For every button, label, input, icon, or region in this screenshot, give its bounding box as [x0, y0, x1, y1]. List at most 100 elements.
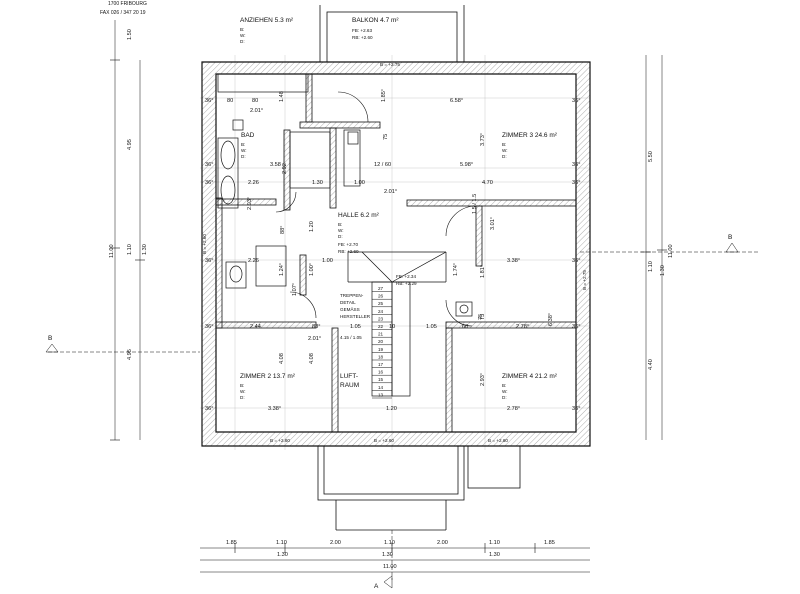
dim-r5-1: 2.44: [250, 324, 261, 330]
dim-v-17: 75: [478, 314, 484, 320]
anziehen-d: D:: [240, 39, 245, 44]
header-block: 1700 FRIBOURG FAX 026 / 347 20 19: [100, 1, 147, 16]
dim-r2-0: 36°: [205, 162, 213, 168]
dim-r2-3: 5.98°: [460, 162, 473, 168]
dim-v-3: 75: [480, 314, 486, 320]
dim-bottom-4: 2.00: [437, 540, 448, 546]
dim-r4-0: 36°: [205, 258, 213, 264]
anziehen-name: ANZIEHEN 5.3 m²: [240, 17, 294, 24]
dim-v-2: 1.81°: [480, 265, 486, 278]
dim-r5-4: 10: [389, 324, 395, 330]
dim-r1-6: 36°: [572, 98, 580, 104]
dim-v-8: 1.74°: [453, 263, 459, 276]
treppe-note: TREPPEN- DETAIL GEMÄSS HERSTELLER 4.15 /…: [340, 293, 371, 340]
stair-step-number: 25: [378, 301, 384, 306]
dim-bottom-0: 1.85: [226, 540, 237, 546]
left-window-level: B = +2.60: [202, 234, 207, 254]
treppe-line-2: DETAIL: [340, 300, 356, 305]
zimmer4-d: D:: [502, 395, 507, 400]
dim-r2-1: 3.58: [270, 162, 281, 168]
dim-bottom-1: 1.10: [276, 540, 287, 546]
exterior-walls: [201, 61, 591, 447]
dimension-lines: [48, 20, 760, 580]
outer-dimensions: 1.50 4.95 1.10 1.30 4.95 11.00 5.50 1.10…: [109, 29, 674, 570]
bad-d: D:: [241, 154, 246, 159]
stair-step-number: 16: [378, 370, 384, 375]
dim-v-5: 2.93°: [480, 373, 486, 386]
dim-v-16: 1.5 / 1.5: [472, 194, 478, 214]
balkon-name: BALKON 4.7 m²: [352, 17, 399, 24]
section-marker-right: B: [728, 234, 732, 241]
halle-label: HALLE 6.2 m² B: W: D: FB: +2.70 RB: +2.6…: [338, 212, 380, 254]
dim-bottom2-2: 1.30: [489, 552, 500, 558]
zimmer2-name: ZIMMER 2 13.7 m²: [240, 373, 296, 380]
dimension-ticks: [110, 59, 667, 553]
stair-level-label: FB: +2.34 RB: +2.29: [396, 274, 417, 286]
dim-r1-2: 80: [252, 98, 258, 104]
section-arrow-left-icon: [45, 343, 59, 353]
balkon-rb: RB: +2.60: [352, 35, 373, 40]
dim-r3-5: 36°: [572, 180, 580, 186]
stair-rb: RB: +2.29: [396, 281, 417, 286]
dim-bottom2-0: 1.30: [277, 552, 288, 558]
door-swings: [275, 91, 477, 327]
dim-r6-4: 36°: [572, 406, 580, 412]
dim-v-0: 75: [383, 134, 389, 140]
dim-bottom-3: 1.10: [384, 540, 395, 546]
halle-rb: RB: +2.60: [338, 249, 359, 254]
construction-grid: [200, 55, 590, 450]
stair-step-number: 20: [378, 339, 384, 344]
dim-v-4: 6.38°: [548, 313, 554, 326]
dim-r6-2: 1.20: [386, 406, 397, 412]
dim-r3-4: 4.70: [482, 180, 493, 186]
dim-r5-6: 60: [462, 324, 468, 330]
stair-step-number: 27: [378, 286, 384, 291]
bad-label: BAD B: W: D:: [241, 132, 255, 159]
dim-bottom-total: 11.00: [383, 564, 397, 570]
dim-left-1: 4.95: [127, 139, 133, 150]
luftraum-label: LUFT- RAUM: [340, 373, 359, 389]
dim-bottom2-1: 1.30: [382, 552, 393, 558]
dim-left-2: 1.10: [127, 244, 133, 255]
luftraum-line-1: LUFT-: [340, 373, 358, 380]
dim-r3-1: 2.26: [248, 180, 259, 186]
dim-r1-0: 36°: [205, 98, 213, 104]
dim-v-9: 3.01°: [490, 217, 496, 230]
anziehen-label: ANZIEHEN 5.3 m² B: W: D:: [240, 17, 294, 44]
halle-name: HALLE 6.2 m²: [338, 212, 380, 219]
dim-v-6: 4.08: [279, 353, 285, 364]
zimmer3-d: D:: [502, 154, 507, 159]
zimmer3-name: ZIMMER 3 24.6 m²: [502, 132, 558, 139]
zimmer4-name: ZIMMER 4 21.2 m²: [502, 373, 558, 380]
dim-r5-8: 36°: [572, 324, 580, 330]
zimmer3-b: B:: [502, 142, 506, 147]
dim-v-1: 3.73°: [480, 133, 486, 146]
dim-r3-2: 1.30: [312, 180, 323, 186]
stair-step-number: 22: [378, 324, 384, 329]
dim-r3-0: 36°: [205, 180, 213, 186]
zimmer4-b: B:: [502, 383, 506, 388]
halle-fb: FB: +2.70: [338, 242, 358, 247]
dim-left-3: 1.30: [142, 244, 148, 255]
dim-right-2: 1.30: [660, 265, 666, 276]
treppe-line-3: GEMÄSS: [340, 306, 360, 312]
balkon-label: BALKON 4.7 m² FB: +2.63 RB: +2.60: [352, 17, 399, 40]
dim-right-1: 1.10: [648, 261, 654, 272]
stair-step-number: 13: [378, 392, 384, 397]
section-arrow-right-icon: [725, 242, 739, 253]
stair-ratio: 4.15 / 1.05: [340, 335, 362, 340]
dim-bottom-6: 1.85: [544, 540, 555, 546]
stair-step-number: 21: [378, 332, 384, 337]
stair-step-number: 14: [378, 385, 384, 390]
bad-name: BAD: [241, 132, 255, 139]
dim-bottom-2: 2.00: [330, 540, 341, 546]
stair-step-number: 24: [378, 309, 384, 314]
dim-r2-2: 2.92: [282, 163, 288, 174]
halle-w: W:: [338, 228, 344, 233]
dim-left-0: 1.50: [127, 29, 133, 40]
right-window-level: B = +2.75: [582, 270, 587, 290]
bottom-door-level-1: B = +2.60: [270, 438, 290, 443]
section-markers: B B A: [45, 234, 739, 590]
treppe-line-4: HERSTELLER: [340, 314, 371, 319]
